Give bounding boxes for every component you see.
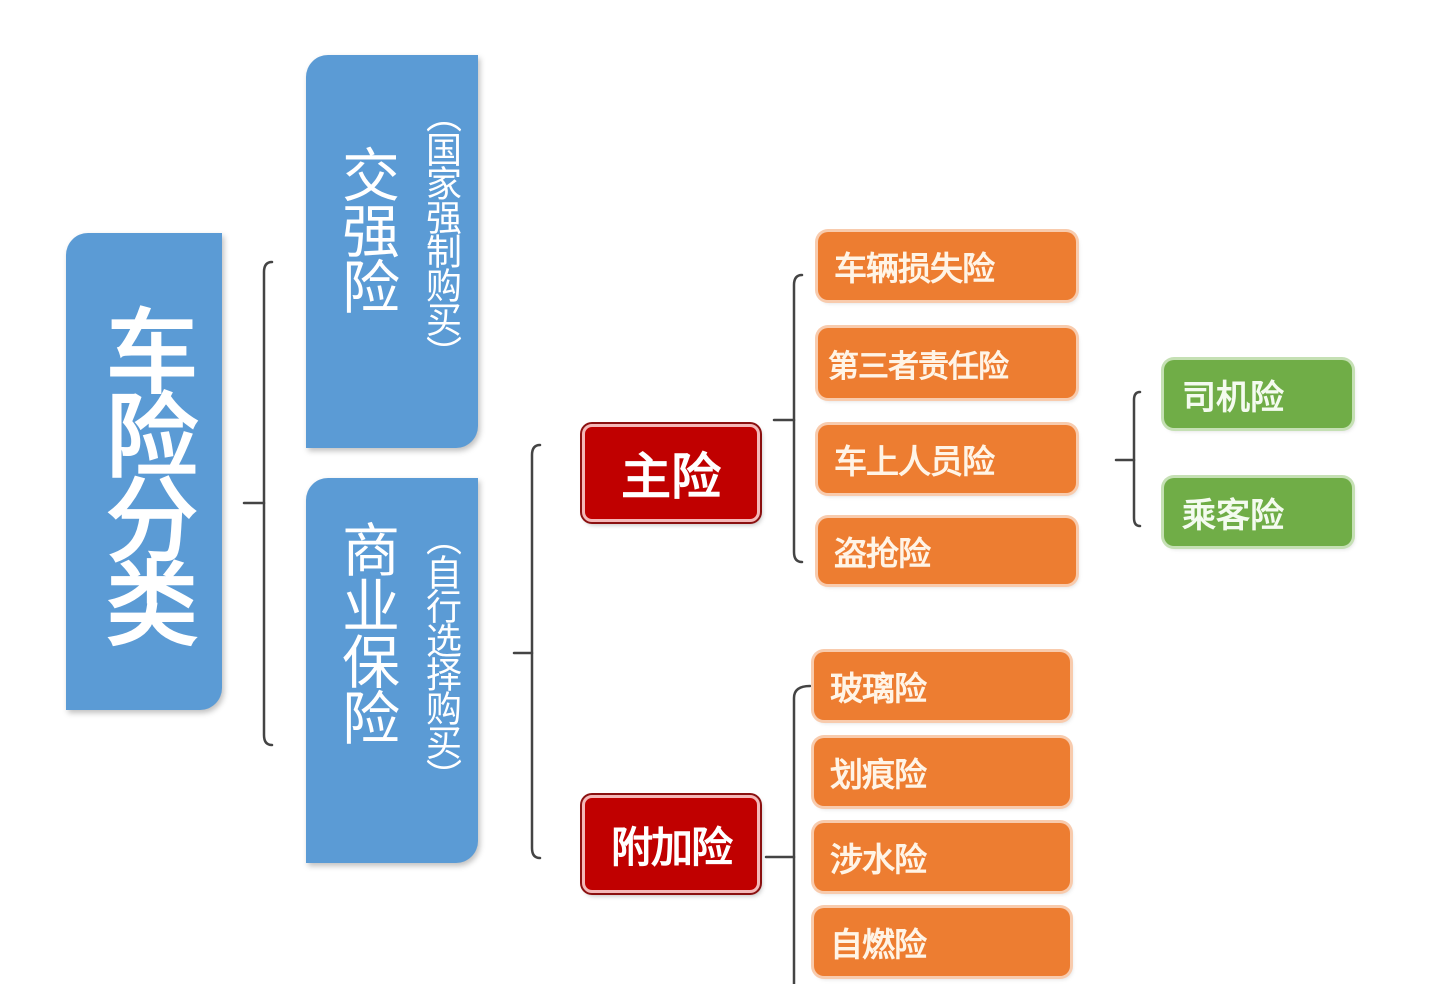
branch-addon: 附加险 [582,795,760,893]
main-item: 车上人员险 [818,425,1076,493]
passenger-item-label: 司机险 [1182,377,1284,418]
addon-item-label: 玻璃险 [830,669,927,708]
branch-main-label: 主险 [621,448,721,506]
main-item: 盗抢险 [818,518,1076,584]
category-compulsory: 交强险 （国家强制购买） [306,55,478,448]
addon-item: 划痕险 [814,738,1070,806]
addon-bracket [792,684,812,984]
addon-item-label: 涉水险 [830,840,927,879]
main-item-label: 车辆损失险 [834,249,995,288]
category-compulsory-note: （国家强制购买） [420,97,461,369]
root-node: 车险分类 [66,233,222,710]
addon-item-label: 自燃险 [830,925,927,964]
addon-item: 自燃险 [814,908,1070,976]
main-item-label: 车上人员险 [834,442,995,481]
root-bracket [262,260,274,747]
passenger-item: 司机险 [1164,360,1352,428]
category-commercial-note: （自行选择购买） [420,520,461,792]
main-item: 车辆损失险 [818,232,1076,300]
commercial-bracket [530,443,542,860]
branch-addon-label: 附加险 [610,822,733,872]
main-item-label: 第三者责任险 [828,348,1009,385]
main-item: 第三者责任险 [818,328,1076,398]
main-bracket [792,273,804,564]
addon-item: 玻璃险 [814,652,1070,720]
category-commercial-name: 商业保险 [332,520,400,744]
category-commercial: 商业保险 （自行选择购买） [306,478,478,863]
category-compulsory-name: 交强险 [332,145,400,313]
branch-main: 主险 [582,424,760,522]
addon-item: 涉水险 [814,823,1070,891]
root-label: 车险分类 [90,303,198,640]
addon-item-label: 划痕险 [830,755,927,794]
passenger-bracket [1132,390,1142,528]
main-item-label: 盗抢险 [834,534,931,573]
passenger-item-label: 乘客险 [1182,495,1284,536]
passenger-item: 乘客险 [1164,478,1352,546]
